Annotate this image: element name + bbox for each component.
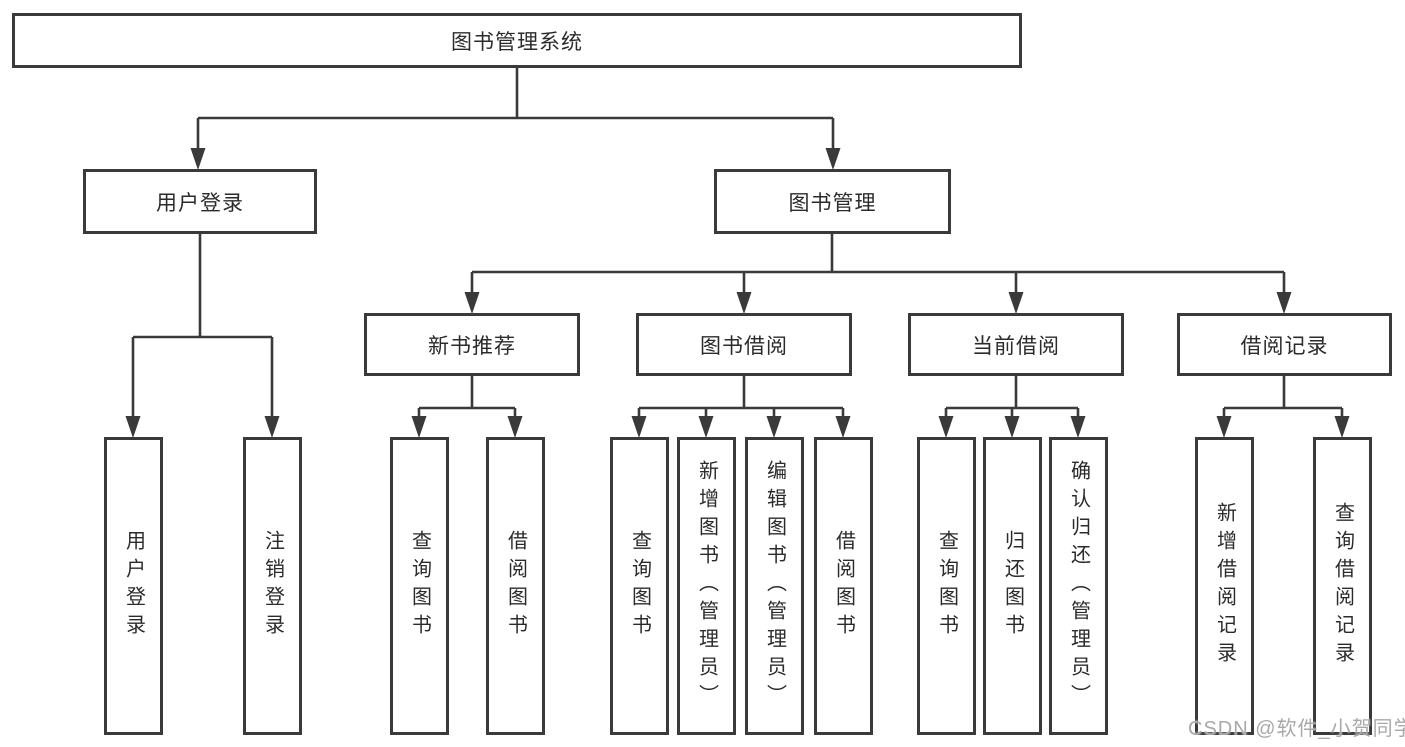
arrow-stems bbox=[131, 118, 1344, 434]
node-book-management: 图书管理 bbox=[714, 169, 951, 234]
leaf-query-books-recommend: 查询图书 bbox=[390, 437, 449, 735]
leaf-label: 借阅图书 bbox=[832, 530, 855, 642]
node-label: 图书管理 bbox=[788, 191, 877, 215]
node-new-book-recommendation: 新书推荐 bbox=[364, 313, 580, 376]
leaf-label: 注销登录 bbox=[261, 530, 284, 642]
node-library-management-system: 图书管理系统 bbox=[12, 13, 1022, 68]
leaf-logout: 注销登录 bbox=[243, 437, 302, 735]
node-user-login: 用户登录 bbox=[83, 169, 317, 234]
leaf-query-books-borrowing: 查询图书 bbox=[610, 437, 669, 735]
leaf-borrow-books-recommend: 借阅图书 bbox=[486, 437, 545, 735]
leaf-borrow-books-borrowing: 借阅图书 bbox=[814, 437, 873, 735]
leaf-label: 新增借阅记录 bbox=[1213, 502, 1236, 670]
leaf-query-books-current: 查询图书 bbox=[917, 437, 976, 735]
leaf-label: 确认归还（管理员） bbox=[1067, 460, 1090, 712]
node-book-borrowing: 图书借阅 bbox=[636, 313, 852, 376]
node-label: 用户登录 bbox=[156, 191, 244, 215]
leaf-return-book: 归还图书 bbox=[983, 437, 1042, 735]
leaf-label: 查询图书 bbox=[408, 530, 431, 642]
leaf-query-borrow-record: 查询借阅记录 bbox=[1313, 437, 1372, 735]
node-label: 当前借阅 bbox=[972, 334, 1060, 358]
node-label: 新书推荐 bbox=[428, 334, 516, 358]
leaf-label: 新增图书（管理员） bbox=[695, 460, 718, 712]
node-label: 借阅记录 bbox=[1240, 334, 1329, 358]
leaf-add-borrow-record: 新增借阅记录 bbox=[1195, 437, 1254, 735]
leaf-user-login: 用户登录 bbox=[104, 437, 163, 735]
leaf-label: 查询借阅记录 bbox=[1331, 502, 1354, 670]
leaf-label: 编辑图书（管理员） bbox=[763, 460, 786, 712]
node-label: 图书管理系统 bbox=[451, 30, 583, 54]
leaf-add-book-admin: 新增图书（管理员） bbox=[677, 437, 736, 735]
leaf-label: 用户登录 bbox=[122, 530, 145, 642]
leaf-confirm-return-admin: 确认归还（管理员） bbox=[1049, 437, 1108, 735]
node-borrowing-records: 借阅记录 bbox=[1177, 313, 1392, 376]
node-current-borrowing: 当前借阅 bbox=[908, 313, 1124, 376]
leaf-label: 查询图书 bbox=[935, 530, 958, 642]
csdn-watermark: CSDN @软件_小贺同学 bbox=[1188, 718, 1405, 740]
leaf-edit-book-admin: 编辑图书（管理员） bbox=[745, 437, 804, 735]
node-label: 图书借阅 bbox=[700, 334, 788, 358]
leaf-label: 归还图书 bbox=[1001, 530, 1024, 642]
leaf-label: 查询图书 bbox=[628, 530, 651, 642]
leaf-label: 借阅图书 bbox=[504, 530, 527, 642]
